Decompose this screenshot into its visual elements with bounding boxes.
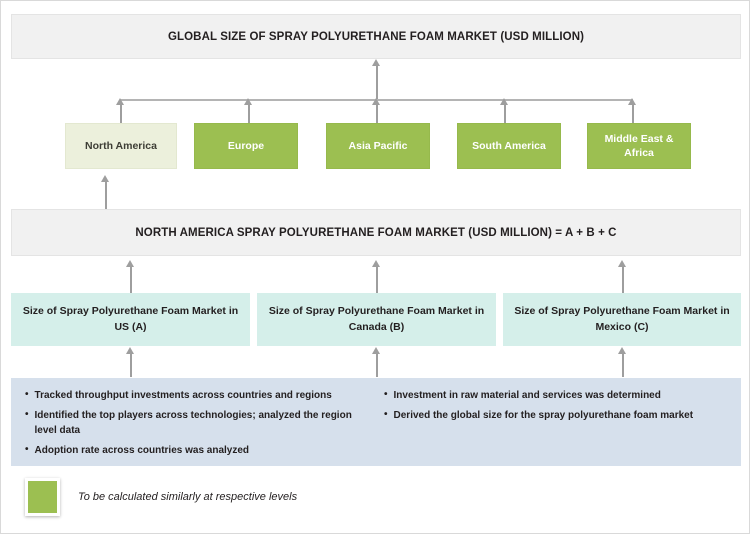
note-text: Identified the top players across techno… <box>34 410 352 436</box>
connector-stem-na-banner <box>105 181 107 209</box>
connector-stem-notes-canada <box>376 353 378 377</box>
region-box-south-america[interactable]: South America <box>457 123 561 169</box>
connector-arrowhead-south-america <box>500 98 508 105</box>
connector-stem-north-america <box>120 104 122 123</box>
bullet-icon: • <box>25 444 29 455</box>
connector-stem-global <box>376 63 378 100</box>
notes-column-left: • Tracked throughput investments across … <box>17 388 376 460</box>
connector-arrowhead-na-banner <box>101 175 109 182</box>
legend: To be calculated similarly at respective… <box>25 478 297 516</box>
region-box-middle-east-africa[interactable]: Middle East & Africa <box>587 123 691 169</box>
connector-stem-europe <box>248 104 250 123</box>
connector-stem-notes-mexico <box>622 353 624 377</box>
region-box-asia-pacific[interactable]: Asia Pacific <box>326 123 430 169</box>
connector-arrowhead-middle-east-africa <box>628 98 636 105</box>
note-item: • Tracked throughput investments across … <box>25 388 368 403</box>
connector-stem-mexico <box>622 266 624 293</box>
global-market-title-banner: GLOBAL SIZE OF SPRAY POLYURETHANE FOAM M… <box>11 14 741 59</box>
connector-stem-notes-us <box>130 353 132 377</box>
connector-stem-canada <box>376 266 378 293</box>
connector-arrowhead-notes-us <box>126 347 134 354</box>
region-label-north-america: North America <box>85 139 157 152</box>
region-box-north-america[interactable]: North America <box>65 123 177 169</box>
country-label-canada: Size of Spray Polyurethane Foam Market i… <box>268 305 485 333</box>
country-box-mexico[interactable]: Size of Spray Polyurethane Foam Market i… <box>503 293 741 346</box>
connector-stem-south-america <box>504 104 506 123</box>
connector-arrowhead-notes-canada <box>372 347 380 354</box>
methodology-notes-panel: • Tracked throughput investments across … <box>11 378 741 466</box>
region-box-europe[interactable]: Europe <box>194 123 298 169</box>
bullet-icon: • <box>25 409 29 420</box>
connector-stem-middle-east-africa <box>632 104 634 123</box>
note-text: Derived the global size for the spray po… <box>393 410 694 421</box>
bullet-icon: • <box>25 389 29 400</box>
notes-column-right: • Investment in raw material and service… <box>376 388 735 460</box>
note-item: • Adoption rate across countries was ana… <box>25 443 368 458</box>
country-box-us[interactable]: Size of Spray Polyurethane Foam Market i… <box>11 293 250 346</box>
region-label-asia-pacific: Asia Pacific <box>348 139 408 152</box>
note-item: • Derived the global size for the spray … <box>384 408 727 423</box>
connector-arrowhead-global <box>371 59 380 66</box>
connector-arrowhead-us <box>126 260 134 267</box>
connector-stem-us <box>130 266 132 293</box>
note-text: Tracked throughput investments across co… <box>34 390 332 401</box>
note-item: • Identified the top players across tech… <box>25 408 368 438</box>
north-america-market-title-banner: NORTH AMERICA SPRAY POLYURETHANE FOAM MA… <box>11 209 741 256</box>
connector-arrowhead-asia-pacific <box>372 98 380 105</box>
bullet-icon: • <box>384 409 388 420</box>
region-label-europe: Europe <box>227 139 265 152</box>
region-label-middle-east-africa: Middle East & Africa <box>604 132 674 159</box>
bullet-icon: • <box>384 389 388 400</box>
connector-arrowhead-north-america <box>116 98 124 105</box>
legend-label: To be calculated similarly at respective… <box>78 491 298 503</box>
country-label-mexico: Size of Spray Polyurethane Foam Market i… <box>514 305 730 333</box>
note-text: Adoption rate across countries was analy… <box>34 445 250 456</box>
legend-color-swatch <box>25 478 60 516</box>
connector-arrowhead-canada <box>372 260 380 267</box>
connector-arrowhead-europe <box>244 98 252 105</box>
note-item: • Investment in raw material and service… <box>384 388 727 403</box>
connector-stem-asia-pacific <box>376 104 378 123</box>
note-text: Investment in raw material and services … <box>393 390 661 401</box>
country-box-canada[interactable]: Size of Spray Polyurethane Foam Market i… <box>257 293 496 346</box>
connector-arrowhead-mexico <box>618 260 626 267</box>
connector-arrowhead-notes-mexico <box>618 347 626 354</box>
region-label-south-america: South America <box>472 139 546 152</box>
country-label-us: Size of Spray Polyurethane Foam Market i… <box>22 305 239 333</box>
